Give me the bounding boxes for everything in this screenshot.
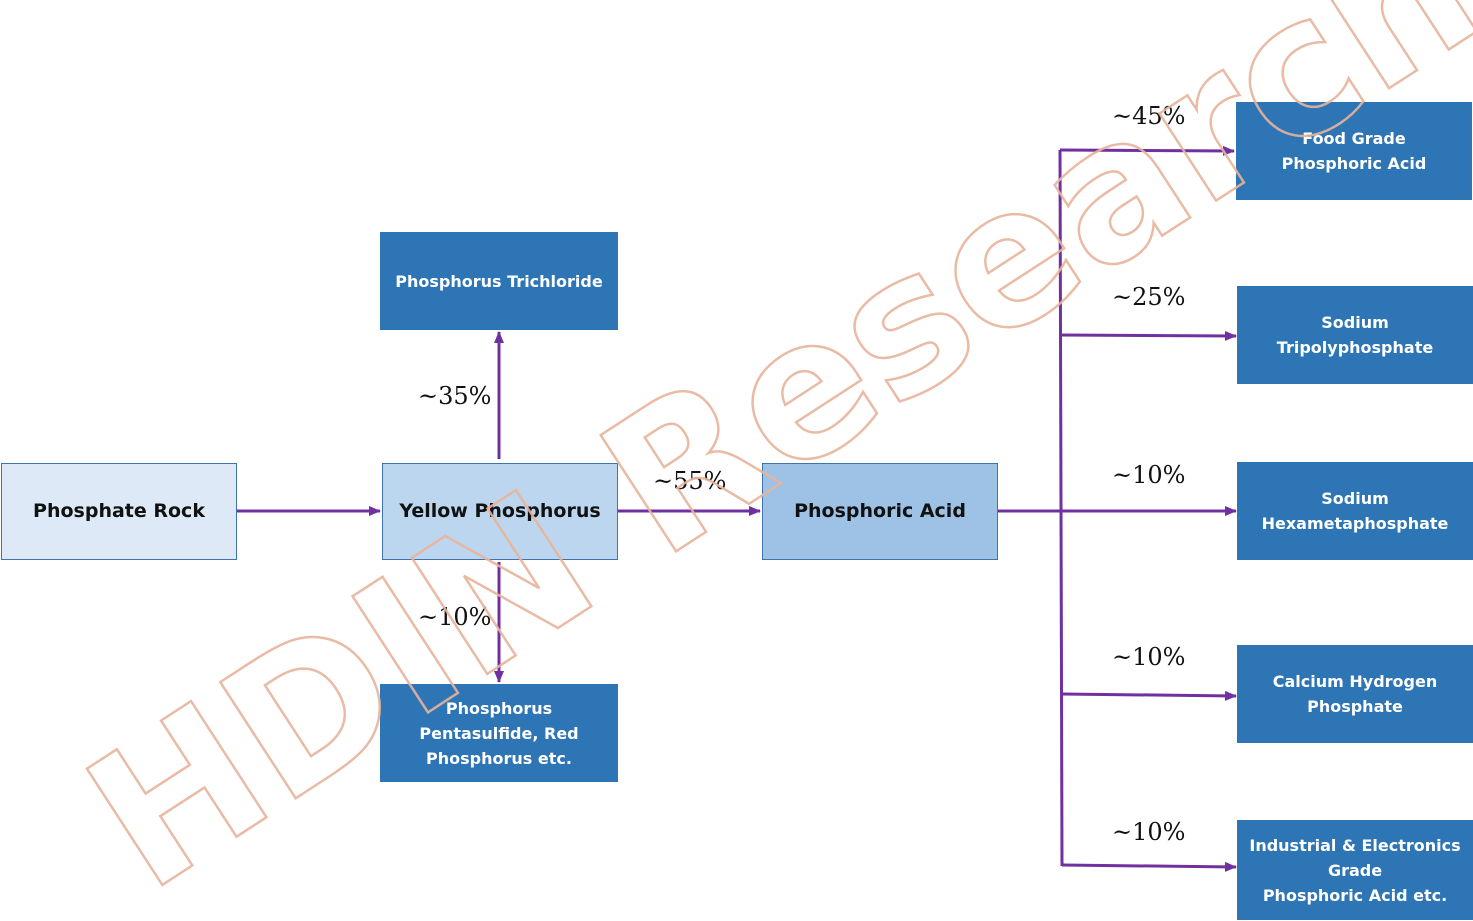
pct-phosphoric-acid: ~55% — [653, 467, 727, 495]
pct-industrial: ~10% — [1112, 818, 1186, 846]
node-industrial-electronics-grade: Industrial & Electronics Grade Phosphori… — [1237, 820, 1473, 920]
node-phosphate-rock: Phosphate Rock — [1, 463, 237, 560]
arrow-to-stpp — [1059, 330, 1237, 341]
node-phosphorus-trichloride: Phosphorus Trichloride — [380, 232, 618, 330]
pct-shmp: ~10% — [1112, 461, 1186, 489]
arrow-to-food — [1059, 145, 1235, 156]
pct-pentasulfide: ~10% — [418, 603, 492, 631]
node-yellow-phosphorus: Yellow Phosphorus — [382, 463, 618, 560]
arrow-to-industrial — [1061, 861, 1237, 872]
node-phosphoric-acid: Phosphoric Acid — [762, 463, 998, 560]
node-calcium-hydrogen-phosphate: Calcium Hydrogen Phosphate — [1237, 645, 1473, 743]
node-phosphorus-pentasulfide: Phosphorus Pentasulfide, Red Phosphorus … — [380, 684, 618, 782]
node-sodium-tripolyphosphate: Sodium Tripolyphosphate — [1237, 286, 1473, 384]
node-food-grade-phosphoric-acid: Food Grade Phosphoric Acid — [1236, 102, 1472, 200]
pct-trichloride: ~35% — [418, 382, 492, 410]
pct-dcp: ~10% — [1112, 643, 1186, 671]
pct-stpp: ~25% — [1112, 283, 1186, 311]
arrow-to-dcp — [1061, 690, 1237, 701]
pct-food-grade: ~45% — [1112, 102, 1186, 130]
trunk-line — [1058, 149, 1064, 867]
node-sodium-hexametaphosphate: Sodium Hexametaphosphate — [1237, 462, 1473, 560]
